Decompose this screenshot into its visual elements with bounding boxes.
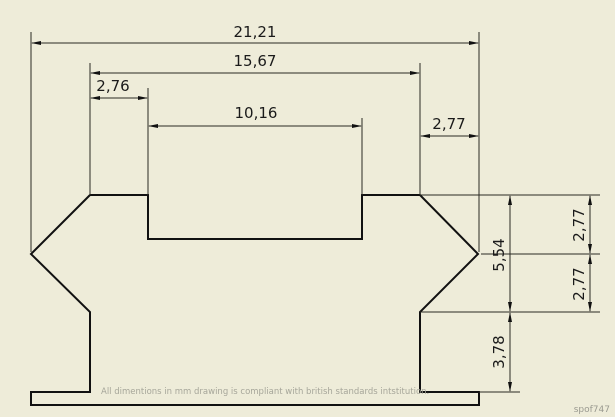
label-upper-chamfer: 2,77 <box>570 208 588 241</box>
signature: spof747 <box>574 405 610 415</box>
dimension-labels: 21,21 15,67 2,76 10,16 2,77 5,54 2,77 2,… <box>96 23 588 369</box>
label-overall-width: 21,21 <box>234 23 277 41</box>
drawing-note: All dimentions in mm drawing is complian… <box>101 387 429 397</box>
label-left-shoulder: 2,76 <box>96 77 129 95</box>
label-lower-chamfer: 2,77 <box>570 267 588 300</box>
label-chamfer-total: 5,54 <box>490 238 508 271</box>
label-slot-width: 10,16 <box>235 104 278 122</box>
label-right-shoulder: 2,77 <box>432 115 465 133</box>
label-leg-height: 3,78 <box>490 335 508 368</box>
part-profile <box>29 194 480 406</box>
dimension-lines <box>31 41 592 392</box>
label-top-width: 15,67 <box>234 52 277 70</box>
